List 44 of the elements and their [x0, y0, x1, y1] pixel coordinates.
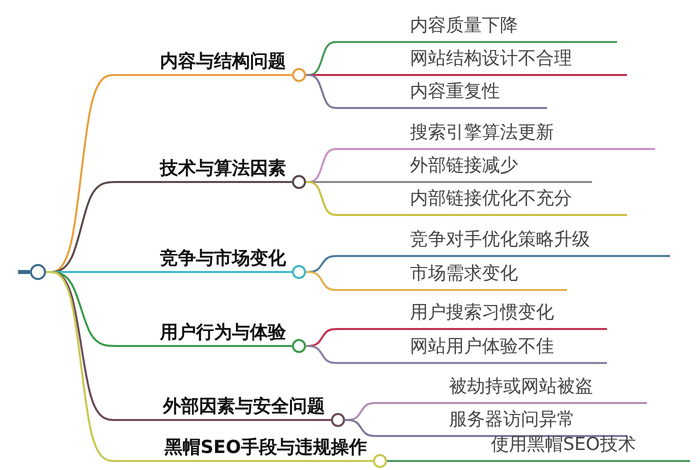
leaf-node — [430, 433, 690, 462]
leaf-node — [388, 408, 627, 437]
leaf-node — [349, 14, 617, 43]
leaf-node — [349, 121, 655, 150]
leaf-label: 竞争对手优化策略升级 — [410, 228, 590, 251]
leaf-node — [349, 262, 567, 291]
branch-node — [140, 245, 306, 279]
leaf-label: 服务器访问异常 — [449, 408, 575, 431]
leaf-label: 被劫持或网站被盗 — [449, 375, 593, 398]
branch-line — [306, 345, 349, 364]
branch-label: 技术与算法因素 — [160, 157, 286, 180]
leaf-label: 网站用户体验不佳 — [410, 335, 554, 358]
stub-line — [18, 270, 30, 274]
branch-line — [306, 181, 349, 216]
leaf-label: 内部链接优化不充分 — [410, 187, 572, 210]
leaf-node — [349, 154, 592, 183]
branch-line — [345, 419, 388, 437]
branch-label: 外部因素与安全问题 — [163, 395, 325, 418]
leaf-label: 网站结构设计不合理 — [410, 47, 572, 70]
leaf-label: 内容重复性 — [410, 80, 500, 103]
branch-label: 用户行为与体验 — [160, 321, 286, 344]
leaf-node — [349, 47, 627, 76]
branch-line — [306, 74, 349, 109]
branch-line — [387, 460, 430, 462]
branch-label: 竞争与市场变化 — [160, 247, 286, 270]
branch-node — [140, 48, 306, 82]
leaf-label: 用户搜索习惯变化 — [410, 301, 554, 324]
leaf-label: 市场需求变化 — [410, 262, 518, 285]
branch-label: 黑帽SEO手段与违规操作 — [164, 436, 367, 459]
root-circle — [30, 264, 46, 280]
branch-node — [140, 393, 345, 427]
leaf-node — [349, 228, 670, 257]
leaf-node — [388, 375, 647, 404]
leaf-node — [349, 80, 547, 109]
leaf-node — [349, 335, 607, 364]
branch-line — [46, 271, 140, 462]
leaf-label: 使用黑帽SEO技术 — [491, 433, 636, 456]
leaf-label: 外部链接减少 — [410, 154, 518, 177]
branch-label: 内容与结构问题 — [160, 50, 286, 73]
leaf-node — [349, 301, 607, 330]
leaf-label: 搜索引擎算法更新 — [410, 121, 554, 144]
branch-line — [306, 271, 349, 291]
leaf-label: 内容质量下降 — [410, 14, 518, 37]
leaf-node — [349, 187, 627, 216]
